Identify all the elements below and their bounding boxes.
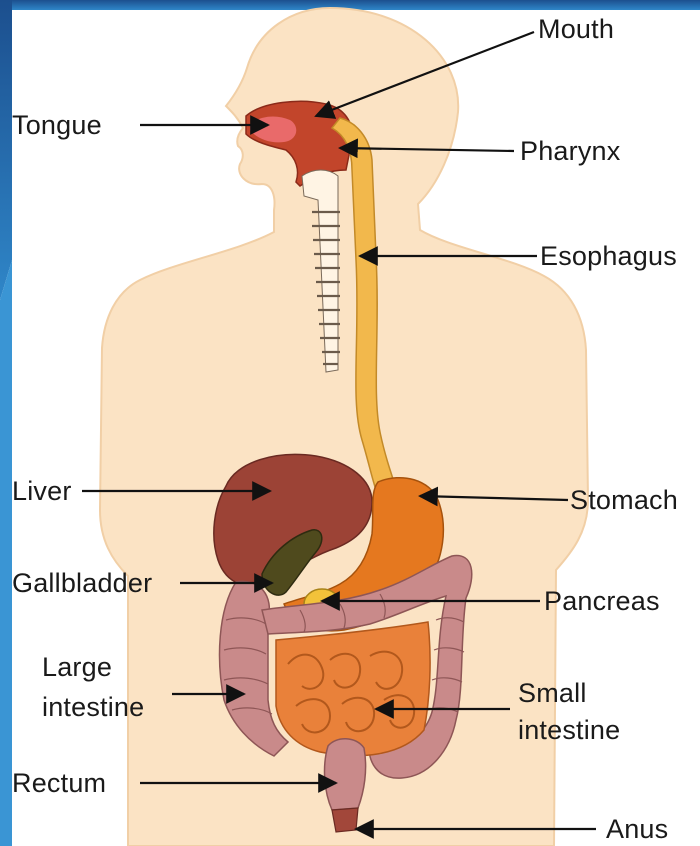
label-gallbladder: Gallbladder xyxy=(12,568,152,598)
label-pharynx: Pharynx xyxy=(520,136,620,166)
label-large-intestine-line1: Large xyxy=(42,652,112,682)
small-intestine-organ xyxy=(276,622,430,756)
label-esophagus: Esophagus xyxy=(540,241,677,271)
label-small-intestine-line1: Small xyxy=(518,678,587,708)
label-anus: Anus xyxy=(606,814,668,844)
label-large-intestine-line2: intestine xyxy=(42,692,144,722)
label-rectum: Rectum xyxy=(12,768,106,798)
label-pancreas: Pancreas xyxy=(544,586,660,616)
label-tongue: Tongue xyxy=(12,110,102,140)
label-stomach: Stomach xyxy=(570,485,678,515)
label-mouth: Mouth xyxy=(538,14,614,44)
label-small-intestine-line2: intestine xyxy=(518,715,620,745)
label-liver: Liver xyxy=(12,476,72,506)
